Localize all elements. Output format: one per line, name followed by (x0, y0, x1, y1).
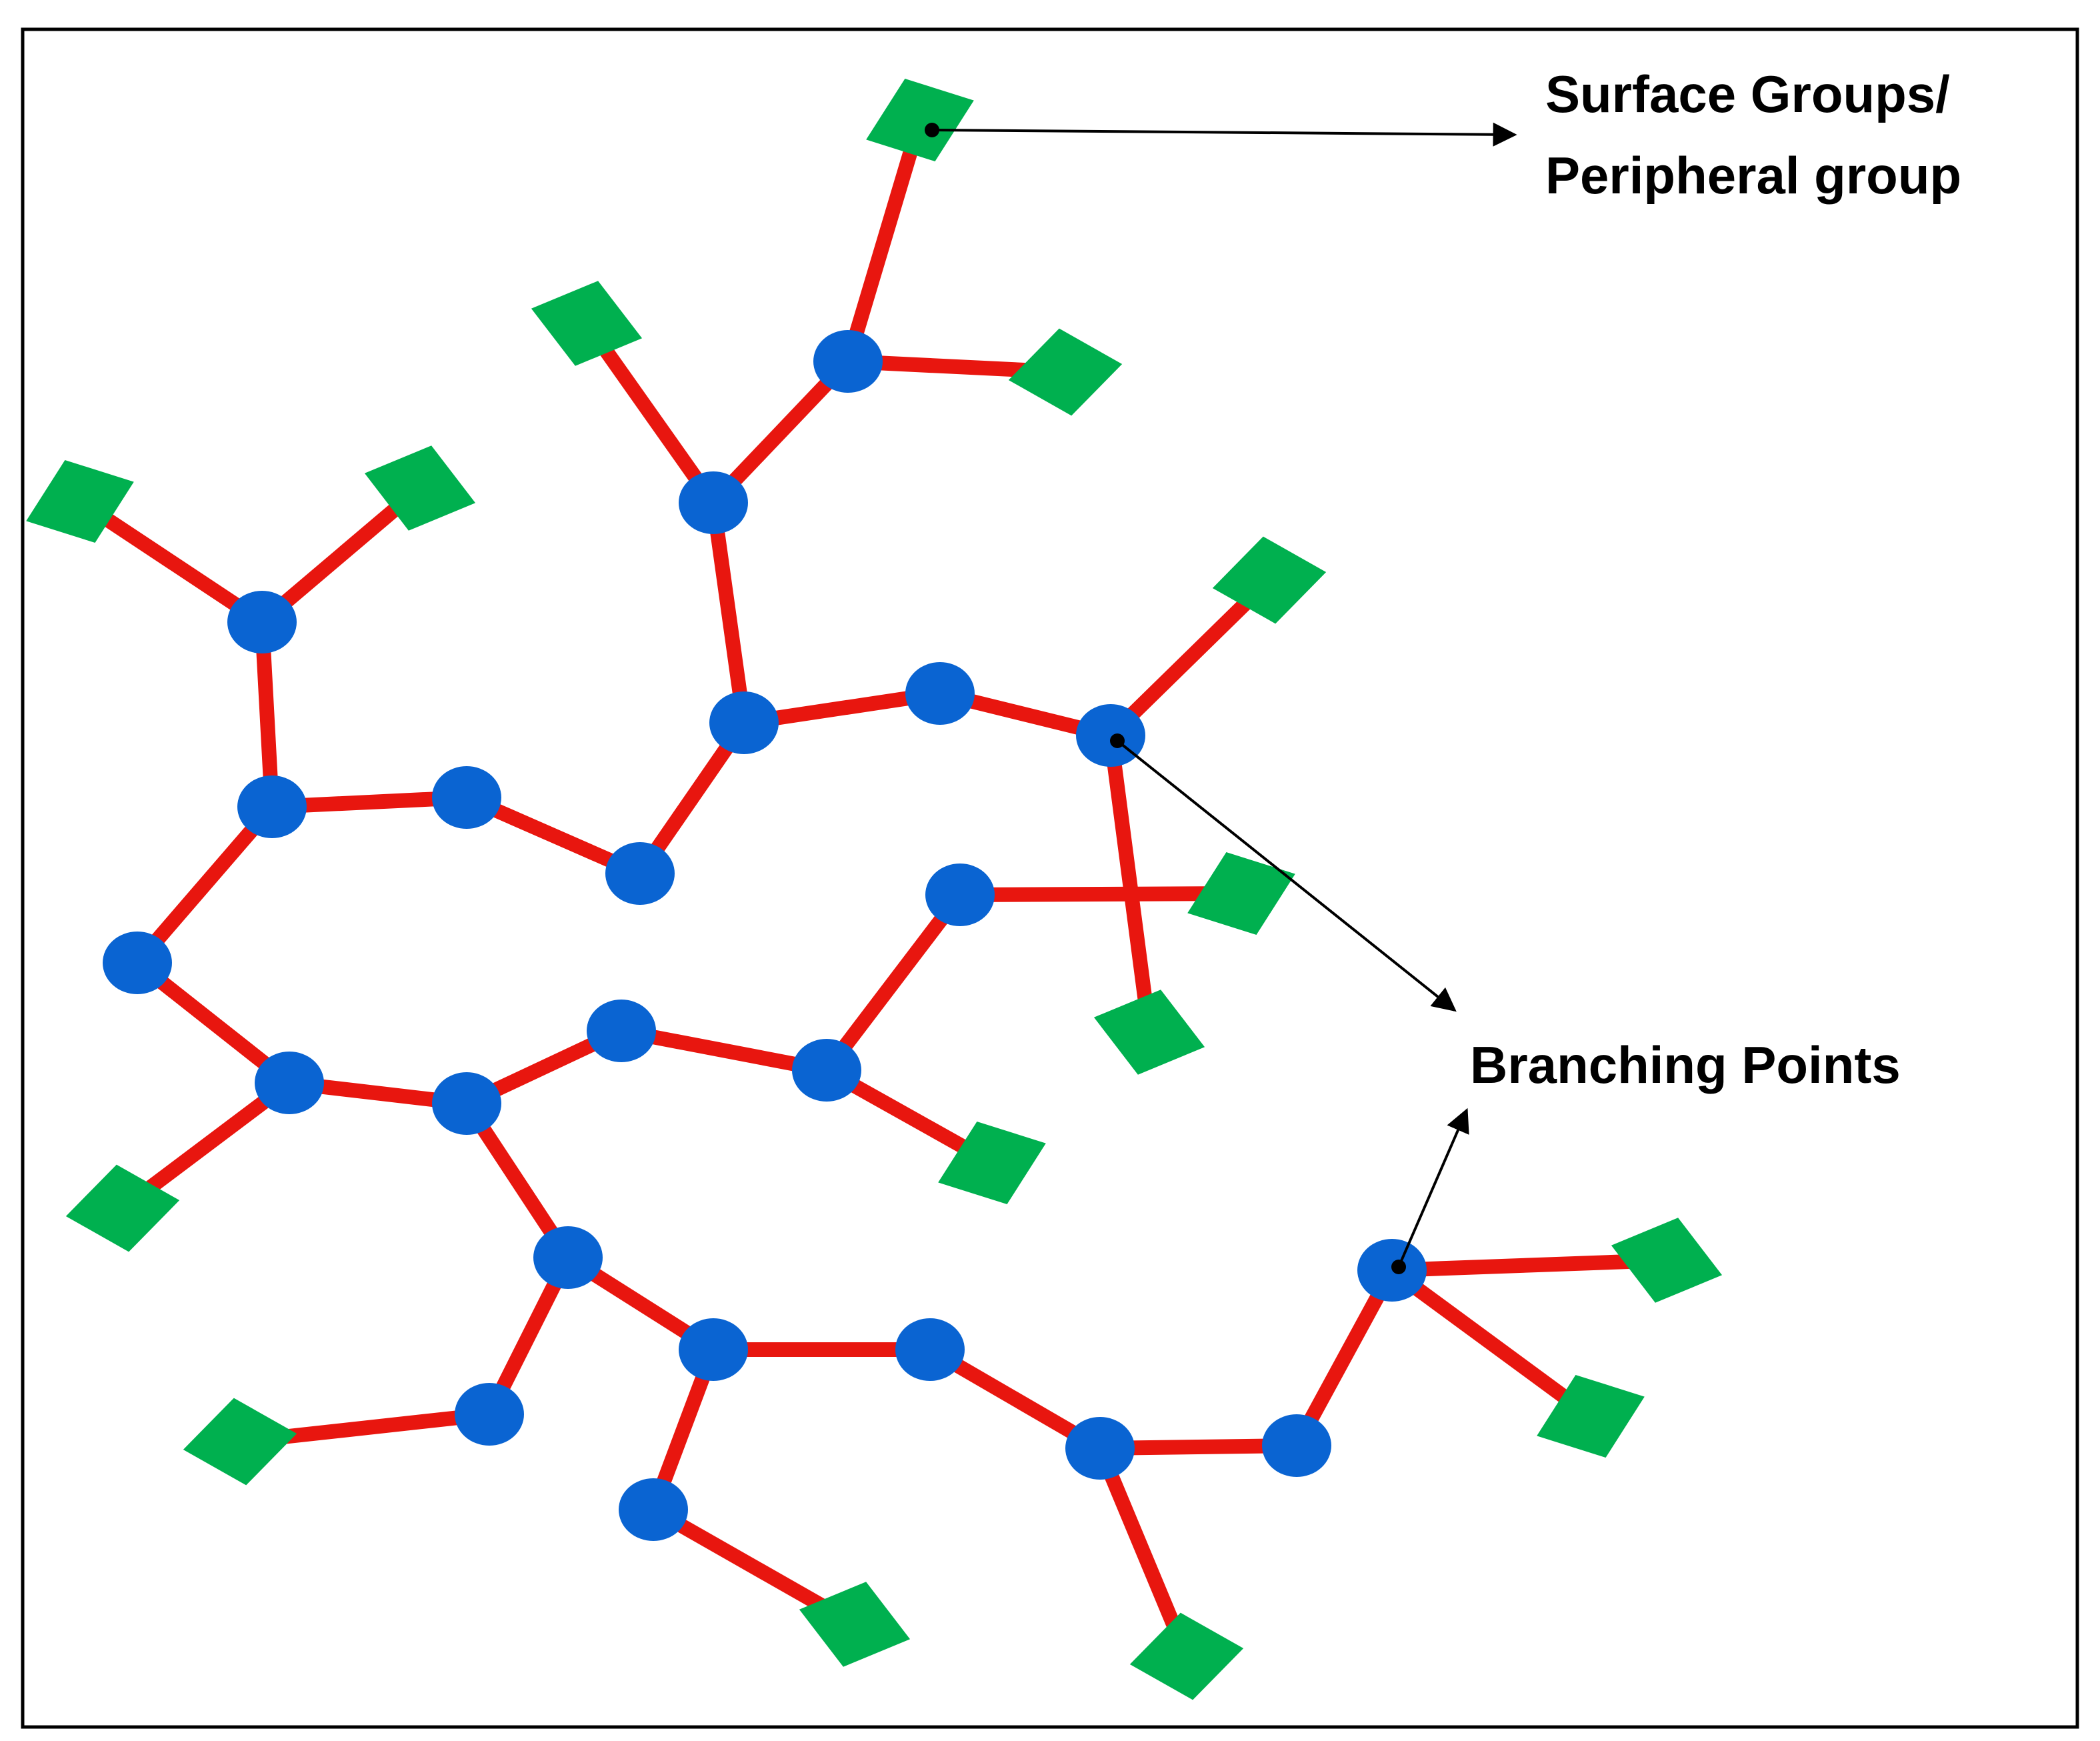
branching-point-pointer-upper (1116, 739, 1457, 1012)
surface-group-diamond-icon (1008, 328, 1123, 416)
bond-n6-g6 (1103, 573, 1277, 743)
surface-group-label-line1: Surface Groups/ (1545, 65, 1950, 123)
bond-n13-n11 (819, 888, 967, 1078)
surface-group-diamond-icon (65, 1164, 180, 1252)
branching-point-pointer-upper-dot (1110, 733, 1125, 748)
surface-group-diamond-icon (364, 445, 476, 531)
surface-group-diamond-icon (1611, 1218, 1723, 1303)
surface-group-diamond-icon (1537, 1374, 1645, 1458)
branching-node-circle-icon (587, 1000, 656, 1062)
bond-n17-g13 (1385, 1263, 1598, 1424)
branching-node-circle-icon (255, 1052, 324, 1114)
branching-node-circle-icon (432, 766, 501, 829)
branching-node-circle-icon (237, 775, 307, 838)
surface-group-pointer (931, 122, 1517, 147)
branching-point-pointer-lower-dot (1391, 1260, 1406, 1274)
bond-n7-n10 (130, 799, 279, 970)
branching-node-circle-icon (679, 1318, 748, 1381)
surface-group-pointer-dot (925, 123, 939, 137)
branching-node-circle-icon (227, 591, 297, 653)
branching-node-circle-icon (103, 932, 172, 994)
branching-node-circle-icon (1076, 704, 1145, 767)
branching-node-circle-icon (813, 330, 883, 393)
surface-group-diamond-icon (866, 78, 974, 162)
surface-group-diamond-icon (1129, 1612, 1244, 1700)
bond-n12-n13 (614, 1024, 834, 1078)
branching-node-circle-icon (895, 1318, 965, 1381)
surface-group-diamond-icon (799, 1582, 911, 1667)
bond-n2-n4 (706, 495, 751, 730)
branching-node-circle-icon (619, 1478, 688, 1541)
branching-node-circle-icon (605, 842, 675, 905)
branching-node-circle-icon (792, 1039, 861, 1102)
surface-group-layer (26, 78, 1723, 1700)
branching-node-circle-icon (1357, 1239, 1427, 1302)
surface-group-label-line2: Peripheral group (1545, 146, 1961, 205)
branching-node-layer (103, 330, 1427, 1541)
branching-node-circle-icon (533, 1226, 603, 1289)
branching-points-label: Branching Points (1470, 1036, 1901, 1094)
branching-node-circle-icon (905, 662, 975, 725)
diagram-frame (21, 27, 2079, 1729)
bond-n11-g7 (953, 886, 1249, 902)
surface-group-diamond-icon (1212, 536, 1327, 624)
surface-group-diamond-icon (531, 281, 643, 366)
bond-n22-n17 (1289, 1263, 1399, 1453)
branching-node-circle-icon (709, 691, 779, 754)
annotation-layer (925, 122, 1517, 1274)
branching-node-circle-icon (455, 1383, 524, 1446)
bond-n17-g11 (1385, 1253, 1674, 1278)
branching-node-circle-icon (1262, 1414, 1331, 1477)
bond-n3-g4 (73, 494, 269, 629)
bond-n6-g8 (1103, 728, 1157, 1040)
branching-node-circle-icon (1065, 1417, 1135, 1480)
surface-group-diamond-icon (183, 1398, 297, 1486)
surface-group-diamond-icon (26, 459, 134, 543)
branching-point-pointer-lower (1397, 1108, 1469, 1268)
branching-node-circle-icon (432, 1072, 501, 1135)
surface-group-diamond-icon (1093, 990, 1205, 1075)
surface-group-diamond-icon (1187, 851, 1295, 936)
surface-group-diamond-icon (938, 1121, 1046, 1205)
bond-n2-g2 (579, 316, 721, 510)
bond-n1-g1 (841, 113, 927, 369)
branching-node-circle-icon (679, 471, 748, 534)
branching-node-circle-icon (925, 863, 995, 926)
